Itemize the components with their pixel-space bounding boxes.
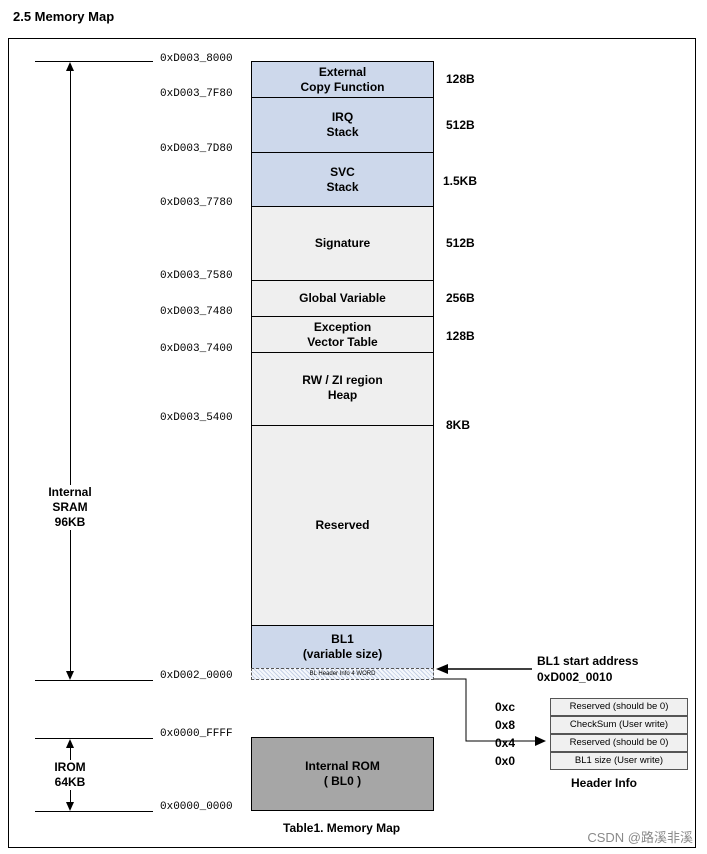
section-title: 2.5 Memory Map <box>13 9 115 24</box>
header-row-checksum: CheckSum (User write) <box>550 716 688 734</box>
bl1-start-address: 0xD002_0010 <box>537 670 613 684</box>
block-bl1: BL1 (variable size) <box>251 625 434 669</box>
table-caption: Table1. Memory Map <box>283 821 401 835</box>
size-rw-zi-heap: 8KB <box>446 418 471 432</box>
header-row-bl1-size: BL1 size (User write) <box>550 752 688 770</box>
addr-d003-7480: 0xD003_7480 <box>160 306 233 318</box>
addr-d003-7400: 0xD003_7400 <box>160 343 233 355</box>
sram-top-line <box>35 61 153 62</box>
header-row-reserved-4: Reserved (should be 0) <box>550 734 688 752</box>
header-offset-0xc: 0xc <box>495 700 516 714</box>
addr-d003-7580: 0xD003_7580 <box>160 270 233 282</box>
block-signature: Signature <box>251 206 434 281</box>
header-offset-0x8: 0x8 <box>495 718 516 732</box>
addr-0000-0000: 0x0000_0000 <box>160 801 233 813</box>
block-bl-header-info: BL Header Info 4 WORD <box>251 668 434 680</box>
header-info-caption: Header Info <box>571 776 638 790</box>
irom-label: IROM 64KB <box>46 760 94 790</box>
irom-arrow-down-icon <box>66 802 74 811</box>
size-global-variable: 256B <box>446 291 475 305</box>
addr-d003-8000: 0xD003_8000 <box>160 53 233 65</box>
block-external-copy-function: External Copy Function <box>251 61 434 98</box>
size-irq-stack: 512B <box>446 118 475 132</box>
header-offset-0x0: 0x0 <box>495 754 516 768</box>
block-irq-stack: IRQ Stack <box>251 97 434 153</box>
addr-d003-7f80: 0xD003_7F80 <box>160 88 233 100</box>
header-info-connector-icon <box>434 678 546 746</box>
addr-d003-5400: 0xD003_5400 <box>160 412 233 424</box>
block-internal-rom: Internal ROM ( BL0 ) <box>251 737 434 811</box>
block-reserved: Reserved <box>251 425 434 626</box>
bl1-start-label: BL1 start address <box>537 654 639 668</box>
sram-arrow-line <box>70 68 71 674</box>
sram-arrow-down-icon <box>66 671 74 680</box>
size-svc-stack: 1.5KB <box>443 174 478 188</box>
sram-arrow-up-icon <box>66 62 74 71</box>
header-row-reserved-c: Reserved (should be 0) <box>550 698 688 716</box>
sram-bottom-line <box>35 680 153 681</box>
block-svc-stack: SVC Stack <box>251 152 434 207</box>
block-rw-zi-heap: RW / ZI region Heap <box>251 352 434 426</box>
size-external-copy-function: 128B <box>446 72 475 86</box>
irom-top-line <box>35 738 153 739</box>
bl1-start-arrow-icon <box>436 664 532 674</box>
size-signature: 512B <box>446 236 475 250</box>
block-exception-vector-table: Exception Vector Table <box>251 316 434 353</box>
addr-d002-0000: 0xD002_0000 <box>160 670 233 682</box>
size-exception-vector-table: 128B <box>446 329 475 343</box>
addr-0000-ffff: 0x0000_FFFF <box>160 728 233 740</box>
irom-arrow-up-icon <box>66 739 74 748</box>
addr-d003-7d80: 0xD003_7D80 <box>160 143 233 155</box>
diagram-frame <box>8 38 696 848</box>
sram-label: Internal SRAM 96KB <box>42 485 98 530</box>
block-global-variable: Global Variable <box>251 280 434 317</box>
watermark: CSDN @路溪非溪 <box>587 830 693 845</box>
irom-bottom-line <box>35 811 153 812</box>
addr-d003-7780: 0xD003_7780 <box>160 197 233 209</box>
header-offset-0x4: 0x4 <box>495 736 516 750</box>
